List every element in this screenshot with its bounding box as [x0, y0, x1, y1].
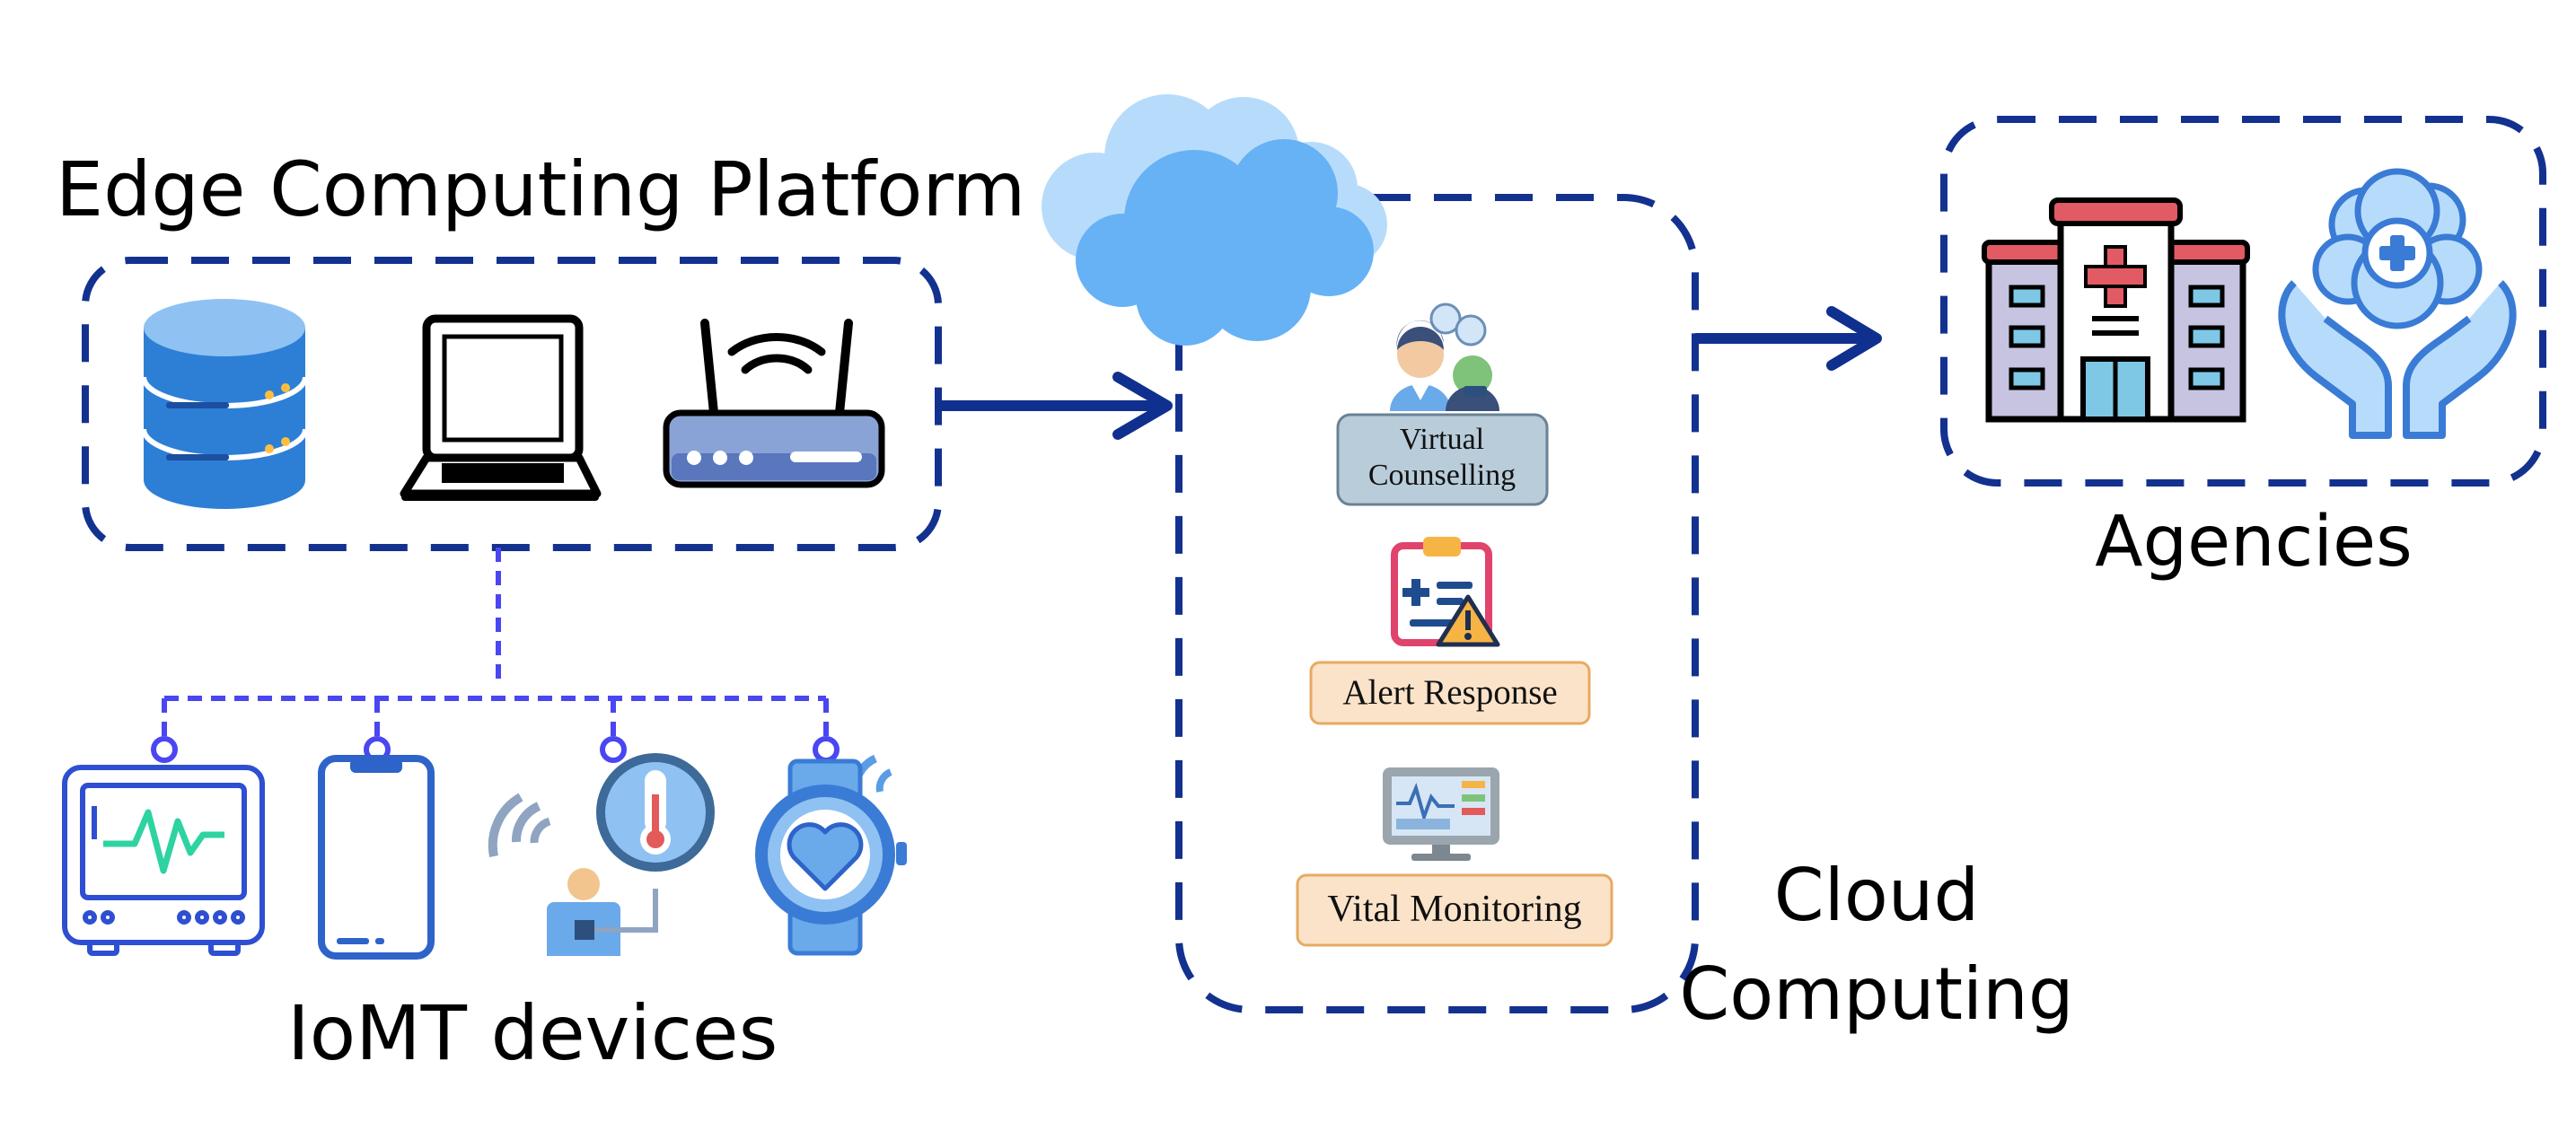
- laptop-icon: [400, 314, 602, 501]
- care-hands-icon: [2278, 168, 2517, 439]
- alert-response-box: [1309, 661, 1591, 725]
- virtual-counselling-label-line2: Counselling: [1368, 459, 1516, 492]
- thermometer-sensor-icon: [488, 753, 715, 956]
- iomt-connector-nodes: [151, 736, 840, 763]
- vital-monitoring-box: [1296, 873, 1613, 947]
- smartwatch-icon: [755, 754, 907, 956]
- hospital-icon: [1982, 197, 2250, 423]
- cloud-computing-title-line2: Computing: [1679, 952, 2073, 1036]
- virtual-counselling-label-line1: Virtual: [1400, 423, 1484, 456]
- alert-response-label: Alert Response: [1342, 673, 1557, 712]
- agencies-box: [1940, 116, 2546, 487]
- iomt-devices-title: IoMT devices: [287, 989, 778, 1077]
- clipboard-alert-icon: [1391, 537, 1500, 647]
- patient-monitor-icon: [62, 765, 265, 956]
- agencies-title: Agencies: [2095, 502, 2412, 583]
- edge-platform-title: Edge Computing Platform: [56, 145, 1025, 233]
- cloud-computing-box: [1175, 194, 1699, 1013]
- cloud-computing-title-line1: Cloud: [1774, 854, 1980, 937]
- vital-monitoring-label: Vital Monitoring: [1327, 889, 1581, 930]
- edge-to-cloud-arrowhead: [1112, 372, 1173, 440]
- smartphone-icon: [318, 755, 435, 960]
- monitoring-screen-icon: [1383, 767, 1499, 861]
- database-icon: [141, 299, 308, 509]
- cloud-icon: [1042, 94, 1387, 346]
- iomt-connector-lines: [162, 548, 829, 741]
- virtual-counselling-box: [1336, 413, 1549, 506]
- counselling-icon: [1390, 302, 1499, 411]
- cloud-to-agencies-arrowhead: [1826, 306, 1882, 371]
- router-icon: [663, 319, 885, 488]
